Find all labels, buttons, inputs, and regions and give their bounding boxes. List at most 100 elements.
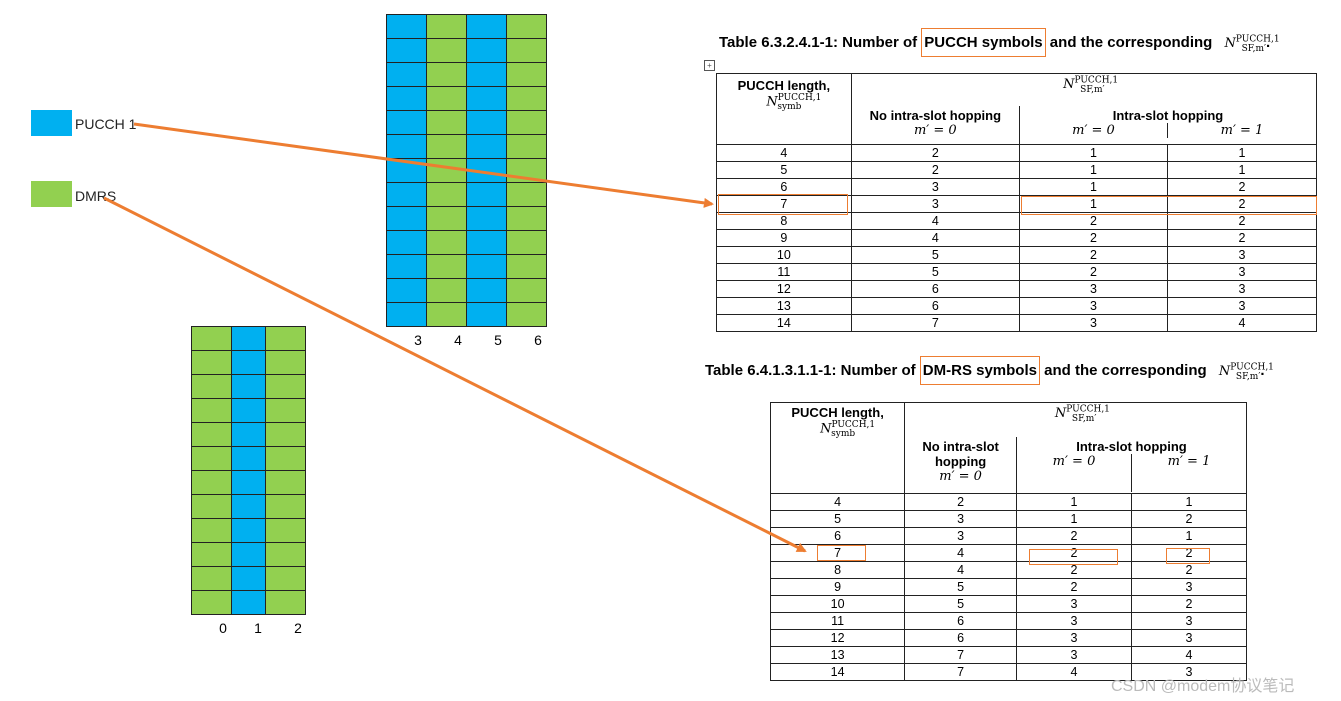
- grid7-cell: [232, 591, 266, 615]
- table-cell: 3: [1131, 663, 1247, 681]
- table-cell: 14: [769, 663, 906, 681]
- grid14-cell: [387, 135, 427, 159]
- table2-header-hopping: Intra-slot hopping m′ = 0 m′ = 1: [1016, 436, 1247, 494]
- grid7-cell: [266, 591, 306, 615]
- table1-header-hopping: Intra-slot hopping m′ = 0 m′ = 1: [1018, 105, 1318, 145]
- grid14-cell: [427, 183, 467, 207]
- grid14-cell: [387, 39, 427, 63]
- table2-header-nsf: NPUCCH,1SF,m′: [904, 402, 1247, 437]
- table-cell: 7: [850, 314, 1020, 332]
- grid14-cell: [507, 39, 547, 63]
- table-cell: 4: [1016, 663, 1132, 681]
- grid14-col-label: 5: [494, 332, 502, 348]
- grid7-cell: [192, 471, 232, 495]
- grid14-col-label: 4: [454, 332, 462, 348]
- watermark: CSDN @modem协议笔记: [1111, 678, 1295, 695]
- grid14-cell: [467, 39, 507, 63]
- grid14-cell: [427, 15, 467, 39]
- grid7-cell: [192, 327, 232, 351]
- table2-title-nsf: NPUCCH,1SF,m′: [1218, 362, 1274, 382]
- table1-title-nsf: NPUCCH,1SF,m′: [1224, 34, 1280, 54]
- grid14-cell: [387, 231, 427, 255]
- dmrs-arrow: [103, 196, 807, 553]
- grid7-cell: [192, 543, 232, 567]
- grid7-cell: [266, 351, 306, 375]
- grid14-cell: [387, 303, 427, 327]
- table2-header-length: PUCCH length, NPUCCH,1symb: [769, 402, 906, 494]
- pucch-symbols-table: PUCCH length, NPUCCH,1symb NPUCCH,1SF,m′…: [716, 73, 1318, 332]
- grid14-cell: [387, 207, 427, 231]
- pucch-legend-swatch: [31, 110, 72, 136]
- grid7-cell: [192, 423, 232, 447]
- table1-row7-length-highlight: [718, 194, 848, 215]
- table-cell: 3: [1018, 314, 1168, 332]
- table1-title: Table 6.3.2.4.1-1: Number of PUCCH symbo…: [719, 28, 1280, 57]
- table-cell: 13: [716, 297, 852, 315]
- grid14-cell: [467, 135, 507, 159]
- grid14-cell: [467, 183, 507, 207]
- grid7-cell: [266, 567, 306, 591]
- table2-title-suffix: and the corresponding: [1039, 362, 1207, 379]
- grid7-col-label: 0: [219, 620, 227, 636]
- table2-row7-m0-highlight: [1029, 549, 1118, 565]
- table1-title-highlight: PUCCH symbols: [921, 28, 1046, 57]
- grid7-cell: [192, 399, 232, 423]
- table1-header-nsf: NPUCCH,1SF,m′: [850, 73, 1318, 106]
- grid14-cell: [387, 111, 427, 135]
- grid14-col-label: 6: [534, 332, 542, 348]
- grid7-cell: [266, 423, 306, 447]
- grid7-cell: [192, 351, 232, 375]
- grid14-cell: [467, 207, 507, 231]
- grid7-cell: [232, 423, 266, 447]
- grid7-cell: [232, 399, 266, 423]
- grid14-cell: [387, 87, 427, 111]
- grid14-cell: [387, 255, 427, 279]
- grid14-cell: [507, 87, 547, 111]
- grid7-cell: [266, 447, 306, 471]
- table1-header-length: PUCCH length, NPUCCH,1symb: [716, 73, 852, 145]
- grid14-cell: [427, 63, 467, 87]
- grid7-cell: [232, 327, 266, 351]
- grid14-cell: [427, 231, 467, 255]
- grid14-cell: [467, 231, 507, 255]
- table-cell: 14: [716, 314, 852, 332]
- grid14-cell: [507, 111, 547, 135]
- grid14-cell: [427, 255, 467, 279]
- grid7-cell: [192, 447, 232, 471]
- table2-row7-m1-highlight: [1166, 548, 1210, 564]
- grid14-cell: [427, 159, 467, 183]
- grid14-cell: [467, 111, 507, 135]
- table2-title-highlight: DM-RS symbols: [919, 356, 1040, 385]
- grid14-cell: [467, 87, 507, 111]
- grid7-col-label: 1: [254, 620, 262, 636]
- table-move-handle-icon[interactable]: +: [704, 60, 715, 71]
- grid14-cell: [507, 279, 547, 303]
- grid14-cell: [427, 111, 467, 135]
- table2-row7-length-highlight: [817, 545, 866, 561]
- grid14-cell: [467, 15, 507, 39]
- grid7-cell: [266, 519, 306, 543]
- grid14-cell: [427, 87, 467, 111]
- grid14-cell: [427, 135, 467, 159]
- grid7-cell: [192, 495, 232, 519]
- grid14-cell: [467, 63, 507, 87]
- grid7-cell: [232, 519, 266, 543]
- grid14-cell: [507, 15, 547, 39]
- grid7-cell: [232, 447, 266, 471]
- grid14-cell: [507, 135, 547, 159]
- pucch-legend-label: PUCCH 1: [75, 116, 137, 132]
- pucch-symbol-grid-14: [386, 14, 547, 327]
- grid7-cell: [232, 375, 266, 399]
- grid14-cell: [507, 207, 547, 231]
- grid7-cell: [266, 327, 306, 351]
- grid14-cell: [427, 207, 467, 231]
